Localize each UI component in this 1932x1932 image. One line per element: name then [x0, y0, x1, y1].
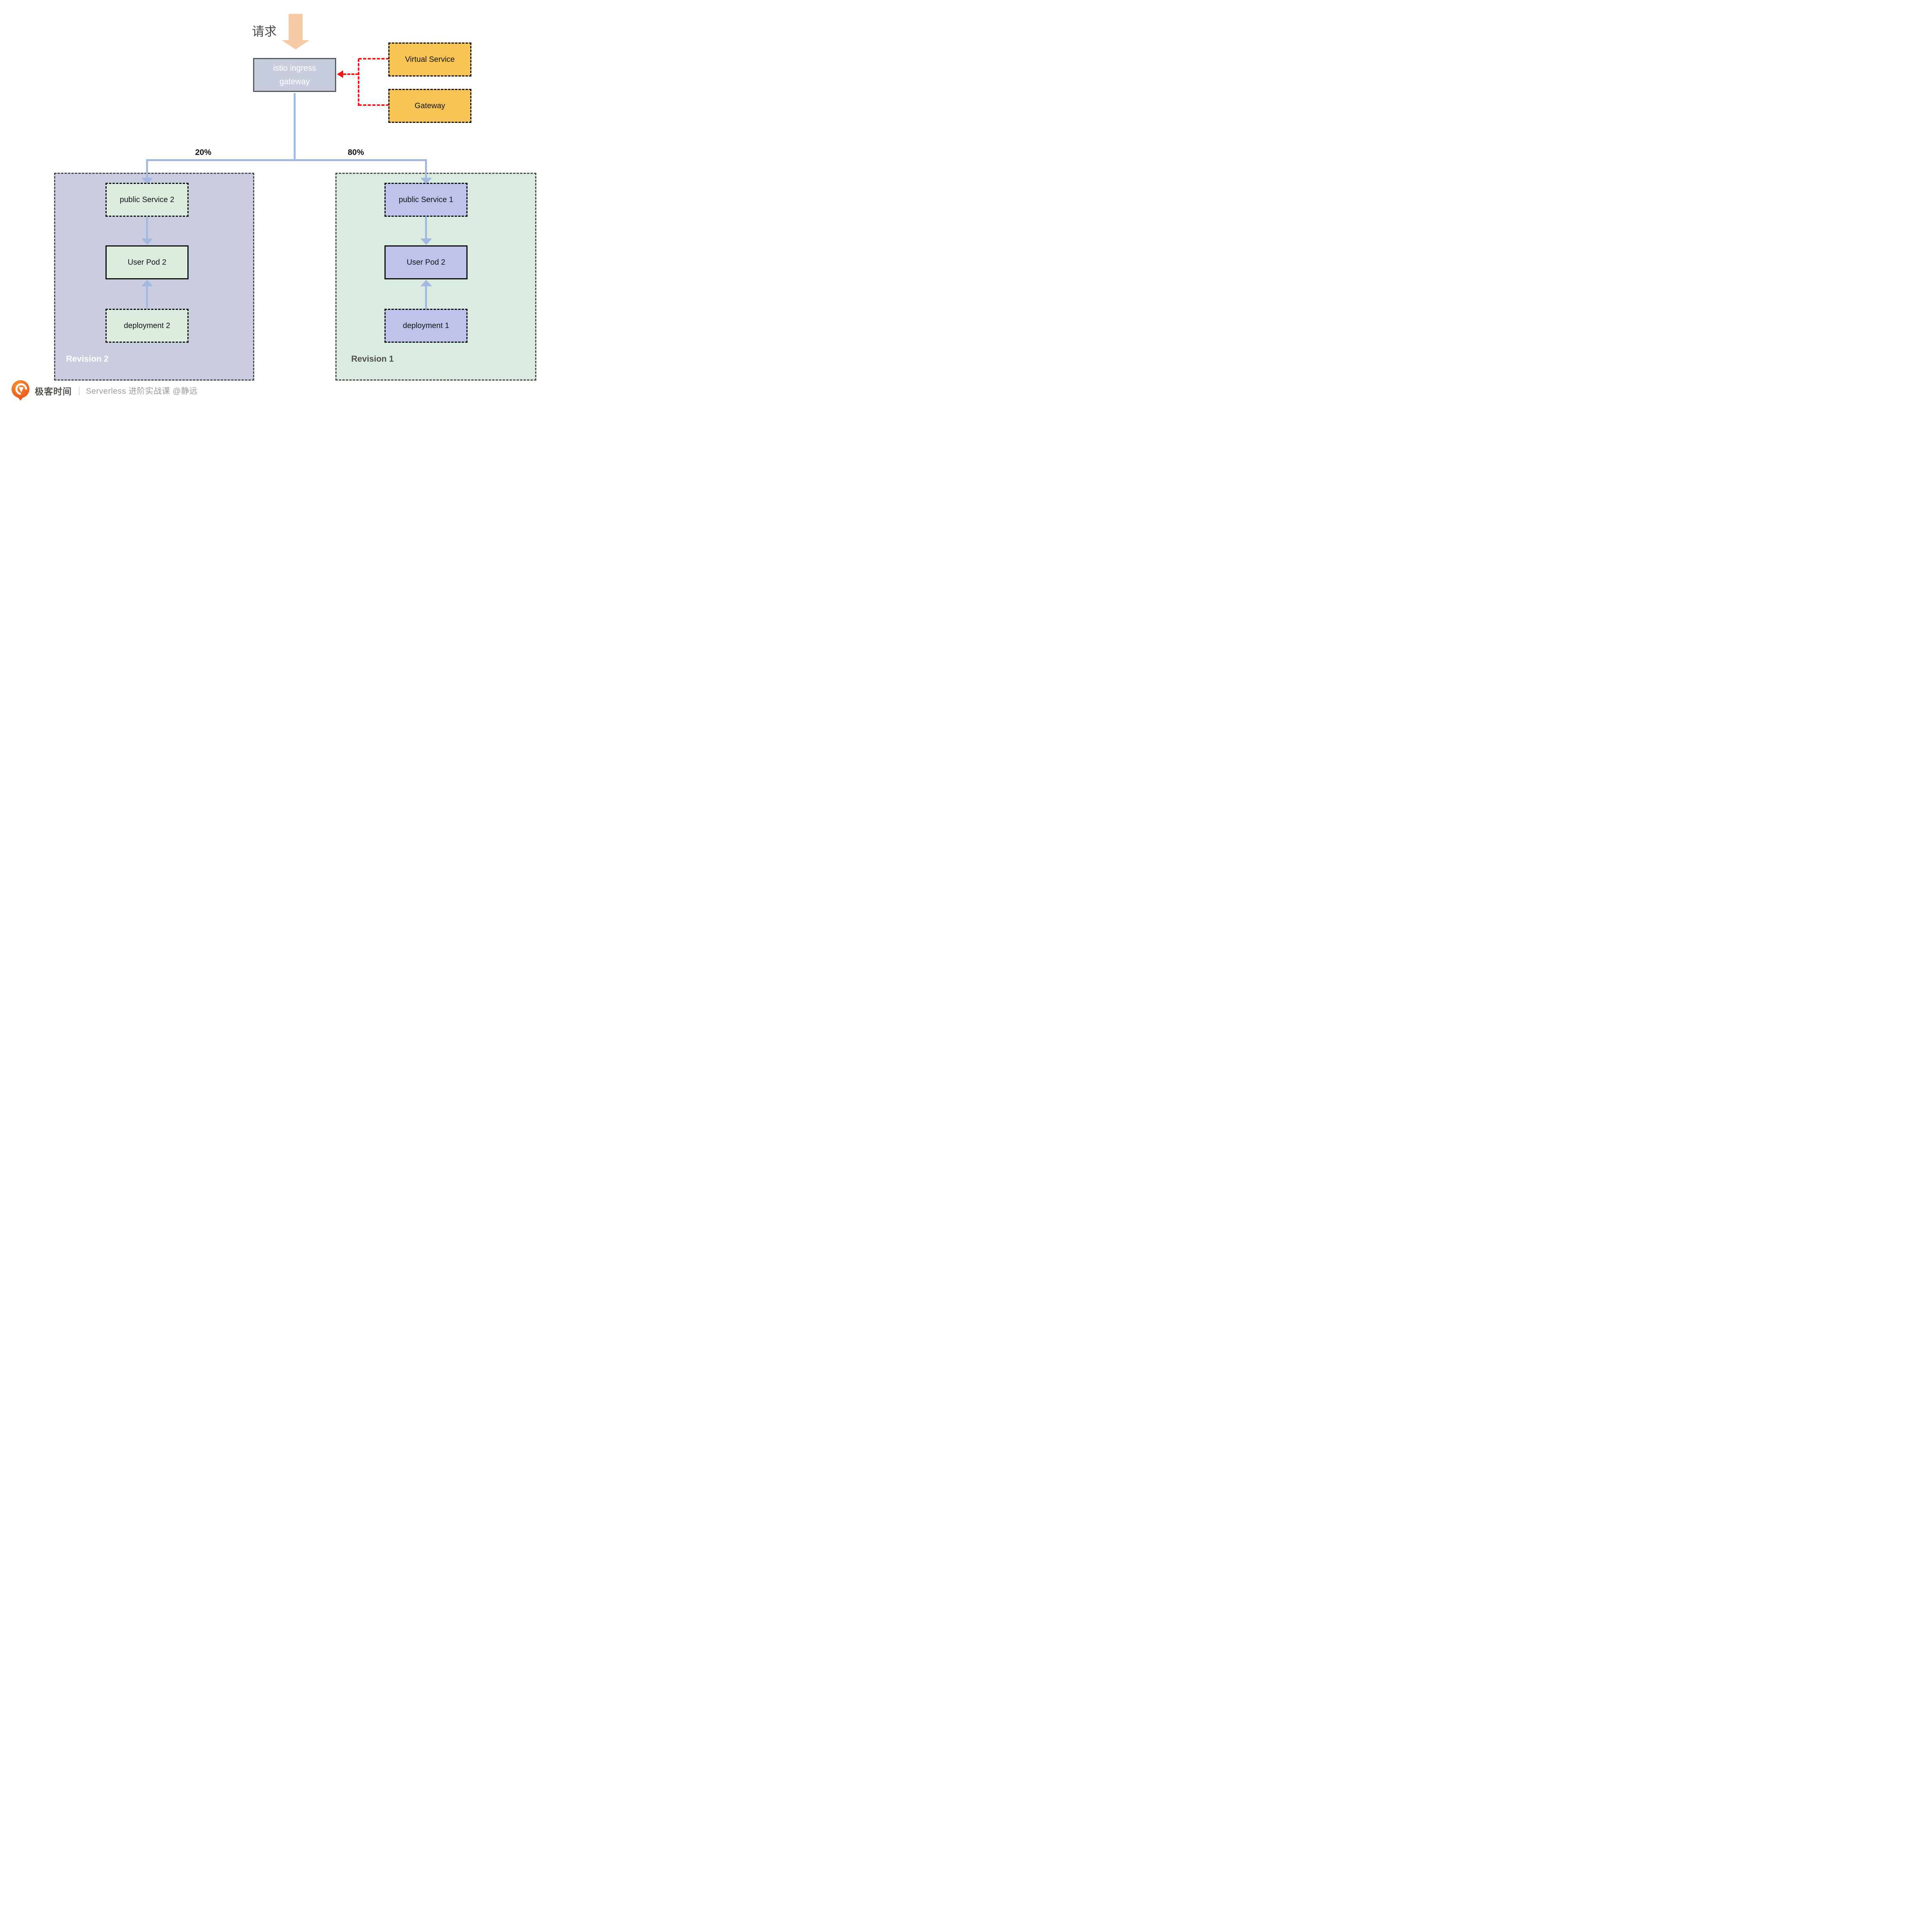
user-pod-2-label-right: User Pod 2: [406, 258, 446, 267]
geektime-logo-icon: [12, 380, 30, 401]
istio-ingress-gateway-label-line2: gateway: [279, 77, 310, 86]
config-link-arrowhead-icon: [337, 70, 343, 78]
config-link-vertical-line: [358, 59, 359, 106]
gateway-label: Gateway: [415, 101, 445, 110]
service2-to-pod2-arrowhead-icon: [141, 238, 153, 245]
footer-brand-text: 极客时间: [35, 386, 72, 396]
user-pod-2-label-left: User Pod 2: [128, 258, 167, 267]
deployment2-to-pod2-line: [146, 286, 148, 309]
user-pod-2-node-left: User Pod 2: [105, 245, 189, 279]
deployment-2-node: deployment 2: [105, 309, 189, 343]
gateway-link-line: [359, 104, 389, 106]
footer: 极客时间 | Serverless 进阶实战课 @静远: [12, 380, 197, 401]
virtual-service-link-line: [359, 58, 389, 60]
virtual-service-label: Virtual Service: [405, 55, 455, 64]
config-to-ingress-link-line: [343, 73, 359, 75]
deployment1-to-pod-arrowhead-icon: [420, 280, 432, 286]
service1-to-pod-line: [425, 217, 427, 239]
public-service-2-label: public Service 2: [119, 195, 175, 204]
revision-2-title: Revision 2: [66, 354, 109, 364]
request-label: 请求: [252, 24, 277, 38]
split-horizontal-line: [146, 159, 427, 161]
ingress-down-line: [294, 93, 296, 161]
public-service-1-label: public Service 1: [398, 195, 454, 204]
traffic-percent-right: 80%: [348, 148, 364, 157]
service1-to-pod-arrowhead-icon: [420, 238, 432, 245]
deployment2-to-pod2-arrowhead-icon: [141, 280, 153, 286]
deployment1-to-pod-line: [425, 286, 427, 309]
service2-to-pod2-line: [146, 217, 148, 239]
right-branch-line: [425, 159, 427, 179]
deployment-1-node: deployment 1: [384, 309, 468, 343]
virtual-service-node: Virtual Service: [388, 43, 471, 77]
deployment-1-label: deployment 1: [403, 321, 449, 330]
revision-1-title: Revision 1: [351, 354, 394, 364]
user-pod-2-node-right: User Pod 2: [384, 245, 468, 279]
public-service-1-node: public Service 1: [384, 183, 468, 217]
left-branch-arrowhead-icon: [141, 178, 153, 184]
traffic-percent-left: 20%: [195, 148, 212, 157]
footer-course-text: Serverless 进阶实战课 @静远: [86, 387, 198, 396]
deployment-2-label: deployment 2: [124, 321, 170, 330]
istio-canary-diagram: 请求 istio ingress gateway Virtual Service…: [0, 0, 597, 402]
public-service-2-node: public Service 2: [105, 183, 189, 217]
istio-ingress-gateway-node: istio ingress gateway: [253, 58, 336, 92]
istio-ingress-gateway-label-line1: istio ingress: [273, 64, 316, 73]
right-branch-arrowhead-icon: [420, 178, 432, 184]
gateway-node: Gateway: [388, 89, 471, 123]
footer-divider: |: [78, 385, 81, 396]
left-branch-line: [146, 159, 148, 179]
